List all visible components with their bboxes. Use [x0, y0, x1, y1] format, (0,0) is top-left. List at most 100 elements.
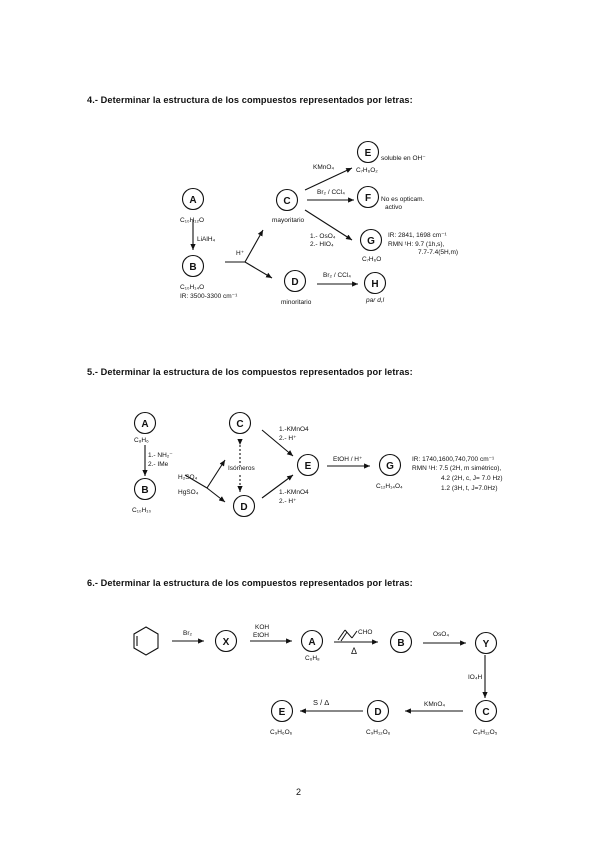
compound-b-circle — [133, 477, 157, 501]
reagent-6: KMnO₄ — [424, 701, 445, 708]
ir-g: IR: 1740,1600,740,700 cm⁻¹ — [412, 456, 495, 463]
compound-h-circle — [363, 271, 387, 295]
formula-a: C₆H₈ — [305, 655, 320, 662]
compound-e-circle — [296, 453, 320, 477]
rmn-g-2: 4.2 (2H, c, J= 7.0 Hz) — [441, 475, 503, 482]
reagent-h-plus: H⁺ — [236, 250, 245, 257]
compound-b-circle — [389, 630, 413, 654]
label-y: Y — [483, 639, 490, 650]
compound-a-circle — [181, 187, 205, 211]
label-e: E — [365, 148, 372, 159]
formula-c: C₉H₁₂O₅ — [473, 729, 498, 736]
note-f-2: activo — [385, 204, 402, 211]
label-a: A — [189, 195, 196, 206]
reagent-c-f: Br₂ / CCl₄ — [317, 189, 345, 196]
formula-e: C₇H₆O₂ — [356, 167, 378, 174]
compound-g-circle — [378, 453, 402, 477]
label-e: E — [279, 707, 286, 718]
problem-6-scheme: X A B Y C D E Br₂ KOH EtOH C₆H₈ CHO Δ Os… — [133, 624, 498, 736]
reagent-c-e-2: 2.- H⁺ — [279, 435, 297, 442]
reagent-a-b: LiAlH₄ — [197, 236, 216, 243]
label-d: D — [240, 502, 247, 513]
reagent-d-h: Br₂ / CCl₄ — [323, 272, 351, 279]
isomeros-label: Isómeros — [228, 465, 255, 472]
ir-b: IR: 3500-3300 cm⁻¹ — [180, 293, 238, 300]
reagent-b-d: HgSO₄ — [178, 489, 199, 496]
compound-x-circle — [214, 629, 238, 653]
formula-b: C₁₀H₁₄O — [180, 284, 204, 291]
label-a: A — [141, 419, 148, 430]
arrow-d-e — [261, 474, 294, 499]
problem-6-heading: 6.- Determinar la estructura de los comp… — [87, 578, 413, 588]
reagent-2b: EtOH — [253, 632, 269, 639]
compound-e-circle — [356, 140, 380, 164]
rmn-g-2: 7.7-7.4(5H,m) — [418, 249, 458, 256]
note-c: mayoritario — [272, 217, 305, 224]
branch-stem — [184, 474, 208, 489]
reagent-d-e-2: 2.- H⁺ — [279, 498, 297, 505]
label-g: G — [386, 461, 394, 472]
formula-a: C₈H₆ — [134, 437, 149, 444]
arrow-to-c — [244, 229, 264, 263]
compound-y-circle — [474, 631, 498, 655]
reagent-1: Br₂ — [183, 630, 193, 637]
compound-d-circle — [366, 699, 390, 723]
problem-4-heading: 4.- Determinar la estructura de los comp… — [87, 95, 413, 105]
label-a: A — [308, 637, 315, 648]
label-c: C — [236, 419, 243, 430]
page-number: 2 — [296, 787, 302, 797]
reagent-c-e-1: 1.-KMnO4 — [279, 426, 309, 433]
formula-e: C₉H₆O₆ — [270, 729, 293, 736]
reagent-b-c: H₂SO₄ — [178, 474, 198, 481]
rmn-g-1: RMN ¹H: 9.7 (1h,s), — [388, 241, 445, 248]
reagent-2a: KOH — [255, 624, 269, 631]
reagent-7: S / Δ — [313, 698, 329, 707]
label-b: B — [189, 262, 196, 273]
compound-c-circle — [275, 188, 299, 212]
arrow-c-g — [304, 209, 353, 241]
cyclohexene-structure — [133, 626, 159, 656]
note-e: soluble en OH⁻ — [381, 155, 426, 162]
label-x: X — [223, 637, 230, 648]
label-e: E — [305, 461, 312, 472]
formula-g: C₇H₆O — [362, 256, 381, 263]
reagent-3-cho: CHO — [358, 629, 372, 636]
formula-d: C₉H₁₂O₆ — [366, 729, 391, 736]
reagent-5: IO₄H — [468, 674, 483, 681]
compound-c-circle — [474, 699, 498, 723]
reagent-c-g-2: 2.- HIO₄ — [310, 241, 334, 248]
formula-g: C₁₂H₁₄O₄ — [376, 483, 403, 490]
reagent-4: OsO₄ — [433, 631, 449, 638]
rmn-g-1: RMN ¹H: 7.5 (2H, m simétrico), — [412, 465, 501, 472]
compound-e-circle — [270, 699, 294, 723]
arrow-to-c — [206, 459, 226, 489]
problem-4-scheme: A B C D E F G H C₁₀H₁₂O LiAlH₄ C₁₀H₁₄O I… — [180, 140, 458, 306]
label-f: F — [365, 193, 371, 204]
compound-b-circle — [181, 254, 205, 278]
arrow-c-e — [261, 429, 294, 457]
label-d: D — [291, 277, 298, 288]
label-c: C — [283, 196, 290, 207]
acrolein-structure — [337, 629, 358, 642]
compound-g-circle — [359, 228, 383, 252]
label-d: D — [374, 707, 381, 718]
rmn-g-3: 1.2 (3H, t, J=7.0Hz) — [441, 485, 498, 492]
compound-c-circle — [228, 411, 252, 435]
problem-5-heading: 5.- Determinar la estructura de los comp… — [87, 367, 413, 377]
compound-a-circle — [133, 411, 157, 435]
arrow-to-d — [244, 261, 273, 279]
reagent-e-g: EtOH / H⁺ — [333, 456, 363, 463]
reagent-d-e-1: 1.-KMnO4 — [279, 489, 309, 496]
reagent-a-b-2: 2.- IMe — [148, 461, 169, 468]
compound-d-circle — [232, 494, 256, 518]
problem-5-scheme: A B C D E G C₈H₆ 1.- NH₂⁻ 2.- IMe C₁₀H₁₀… — [132, 411, 503, 518]
note-d: minoritario — [281, 299, 312, 306]
reagent-c-g-1: 1.- OsO₄ — [310, 233, 336, 240]
label-g: G — [367, 236, 375, 247]
ir-g: IR: 2841, 1698 cm⁻¹ — [388, 232, 448, 239]
compound-d-circle — [283, 269, 307, 293]
reagent-c-e: KMnO₄ — [313, 164, 334, 171]
label-c: C — [482, 707, 489, 718]
note-h: par d,l — [365, 297, 385, 304]
note-f-1: No es opticam. — [381, 196, 425, 203]
